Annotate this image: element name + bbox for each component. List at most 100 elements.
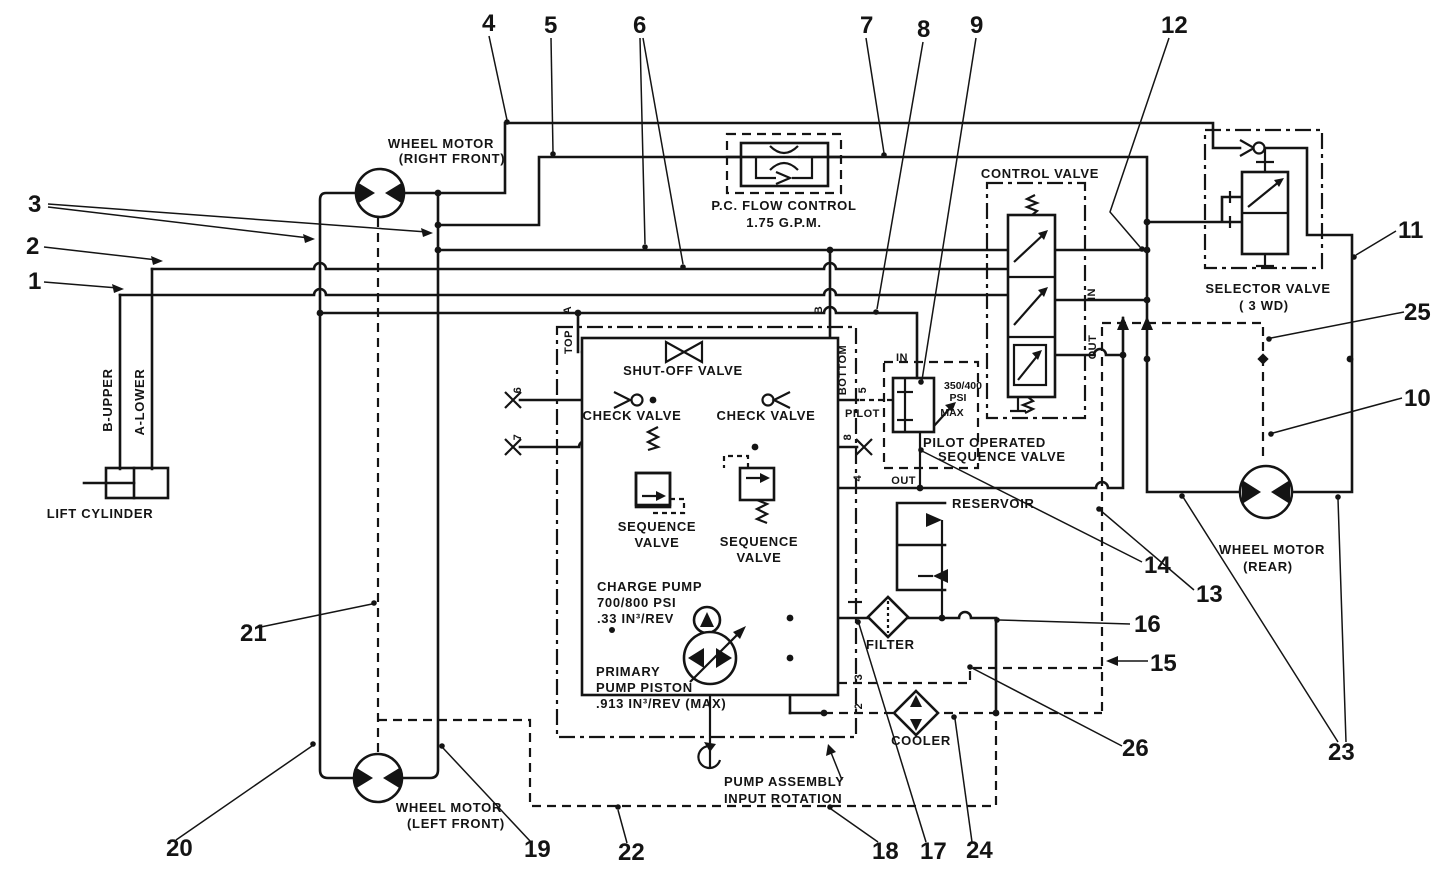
port-top-label: TOP: [563, 330, 575, 354]
callout-numbers: 1 2 3 4 5 6 7 8 9 10 11 12 13 14 15 16 1…: [26, 10, 1431, 866]
pc-flow-control-label2: 1.75 G.P.M.: [746, 215, 821, 230]
callout-23: 23: [1328, 739, 1355, 766]
callout-5: 5: [544, 12, 557, 39]
port-4-label: 4: [852, 474, 864, 481]
wheel-motor-rear: [1238, 464, 1294, 520]
reservoir-label: RESERVOIR: [952, 496, 1035, 511]
pc-flow-control-label: P.C. FLOW CONTROL: [711, 198, 856, 213]
charge-pump-label3: .33 IN³/REV: [597, 611, 674, 626]
port-6-label: 6: [512, 387, 524, 394]
a-lower-label: A-LOWER: [132, 369, 147, 436]
callout-8: 8: [917, 16, 930, 43]
sequence-valve-left: [634, 426, 686, 515]
callout-22: 22: [618, 839, 645, 866]
pump-assembly-label: PUMP ASSEMBLY: [724, 774, 845, 789]
sequence-valve-right: [722, 454, 776, 525]
cooler: [892, 689, 940, 737]
shut-off-valve-label: SHUT-OFF VALVE: [623, 363, 743, 378]
pump-assembly-label2: INPUT ROTATION: [724, 791, 842, 806]
callout-3: 3: [28, 191, 41, 218]
lift-cylinder: [82, 466, 170, 500]
callout-10: 10: [1404, 385, 1431, 412]
wheel-motor-lf-label: WHEEL MOTOR: [396, 800, 502, 815]
control-valve: [1006, 194, 1057, 414]
wheel-motor-rf-label: WHEEL MOTOR: [388, 136, 494, 151]
port-8-label: 8: [842, 434, 854, 441]
pilot-operated-sequence-valve: [891, 376, 956, 434]
check-valve-left-symbol: [613, 391, 644, 409]
callout-15: 15: [1150, 650, 1177, 677]
wheel-motor-lf-label2: (LEFT FRONT): [407, 816, 505, 831]
port-3-label: 3: [853, 674, 865, 681]
primary-pump: [682, 626, 746, 686]
pilot-port-label: PILOT: [845, 408, 880, 420]
callout-25: 25: [1404, 299, 1431, 326]
sequence-valve-left-label: SEQUENCE: [618, 519, 697, 534]
charge-pump: [692, 605, 722, 635]
callout-26: 26: [1122, 735, 1149, 762]
check-valve-left-label: CHECK VALVE: [583, 408, 682, 423]
primary-pump-label3: .913 IN³/REV (MAX): [596, 696, 726, 711]
port-labels: A TOP B BOTTOM 6 7 5 8 4 3 2 PILOT IN OU…: [512, 288, 1099, 709]
pressure-setting-label3: MAX: [940, 407, 963, 419]
wheel-motor-right-front: [354, 167, 406, 219]
cooler-label: COOLER: [891, 733, 951, 748]
hydraulic-lines-dashed: [376, 128, 1324, 808]
port-a-label: A: [562, 306, 574, 314]
callout-1: 1: [28, 268, 41, 295]
callout-14: 14: [1144, 552, 1171, 579]
callout-13: 13: [1196, 581, 1223, 608]
plugged-port-icons: [504, 391, 873, 456]
callout-leaders: [43, 35, 1405, 844]
callout-16: 16: [1134, 611, 1161, 638]
filter-label: FILTER: [866, 637, 915, 652]
junction-dots: [316, 189, 1354, 717]
port-bottom-label: BOTTOM: [837, 345, 849, 395]
callout-17: 17: [920, 838, 947, 865]
callout-2: 2: [26, 233, 39, 260]
selector-valve: [1228, 148, 1290, 268]
selector-check-valve-symbol: [1239, 139, 1266, 157]
component-labels: WHEEL MOTOR (RIGHT FRONT) P.C. FLOW CONT…: [47, 136, 1330, 831]
callout-11: 11: [1398, 217, 1423, 244]
callout-6: 6: [633, 12, 646, 39]
sequence-valve-right-label2: VALVE: [737, 550, 782, 565]
wheel-motor-rear-label2: (REAR): [1243, 559, 1293, 574]
charge-pump-label2: 700/800 PSI: [597, 595, 676, 610]
wheel-motor-left-front: [352, 752, 404, 804]
selector-valve-label: SELECTOR VALVE: [1205, 281, 1330, 296]
primary-pump-label2: PUMP PISTON: [596, 680, 693, 695]
charge-pump-label: CHARGE PUMP: [597, 579, 702, 594]
pressure-setting-label: 350/400: [944, 380, 982, 392]
port-7-label: 7: [512, 434, 524, 441]
b-upper-label: B-UPPER: [100, 368, 115, 431]
pc-flow-control-boundary: [725, 132, 843, 195]
pressure-setting-label2: PSI: [950, 392, 967, 404]
callout-18: 18: [872, 838, 899, 865]
control-out-label: OUT: [1087, 335, 1099, 360]
callout-4: 4: [482, 10, 496, 37]
lift-cylinder-label: LIFT CYLINDER: [47, 506, 154, 521]
sequence-valve-left-label2: VALVE: [635, 535, 680, 550]
filter: [866, 595, 910, 639]
port-5-label: 5: [857, 387, 869, 394]
callout-7: 7: [860, 12, 873, 39]
control-valve-boundary: [985, 181, 1087, 420]
selector-valve-boundary: [1203, 128, 1324, 270]
primary-pump-label: PRIMARY: [596, 664, 660, 679]
wheel-motor-rf-label2: (RIGHT FRONT): [399, 151, 506, 166]
callout-24: 24: [966, 837, 993, 864]
callout-9: 9: [970, 12, 983, 39]
control-valve-label: CONTROL VALVE: [981, 166, 1099, 181]
callout-20: 20: [166, 835, 193, 862]
wheel-motor-rear-label: WHEEL MOTOR: [1219, 542, 1325, 557]
callout-21: 21: [240, 620, 267, 647]
pc-flow-control: [725, 141, 843, 188]
input-rotation-icon: [697, 742, 722, 770]
pump-assembly-boundary: [555, 325, 858, 739]
pilot-seq-valve-boundary: [882, 360, 980, 470]
port-b-label: B: [813, 306, 825, 314]
check-valve-right-label: CHECK VALVE: [717, 408, 816, 423]
